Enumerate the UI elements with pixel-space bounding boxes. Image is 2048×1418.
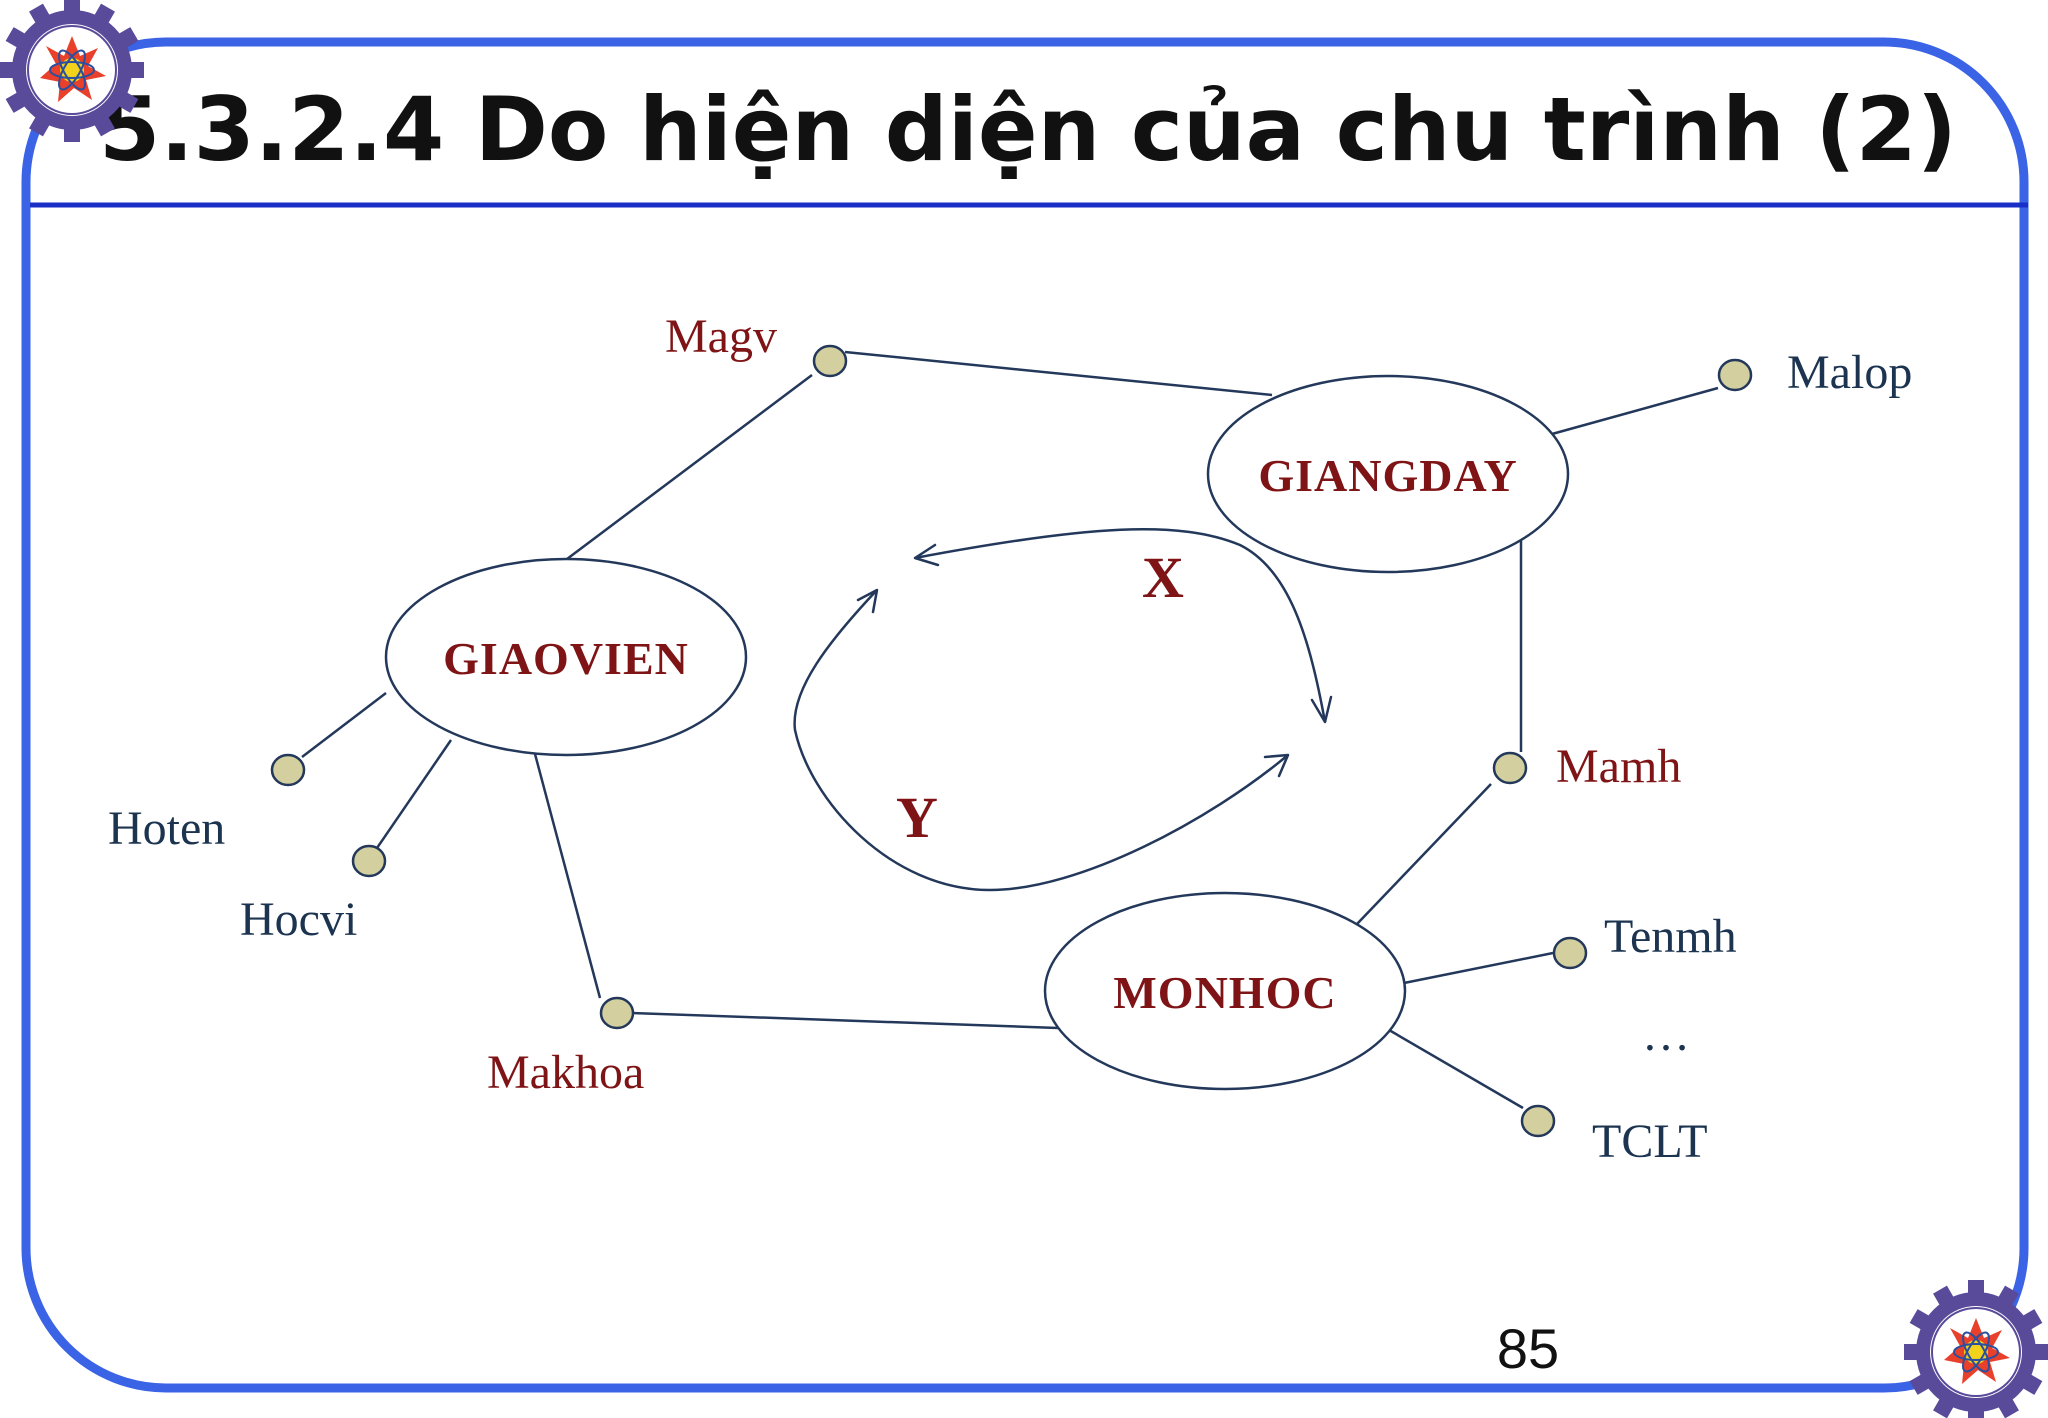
relationship-lines: [301, 350, 1719, 1110]
attr-hocvi: Hocvi: [240, 893, 357, 946]
dependency-x: X: [913, 527, 1333, 724]
dot-hocvi: [351, 844, 387, 878]
attr-mamh: Mamh: [1556, 740, 1681, 793]
arrowhead-y-end: [1263, 753, 1290, 778]
entity-shape: [384, 557, 748, 757]
arrowhead-x-end: [1310, 695, 1333, 724]
line-magv-giangday: [844, 350, 1273, 397]
university-logo-top: [0, 0, 144, 142]
sun-icon: [1944, 1318, 2010, 1384]
dot-mamh: [1492, 751, 1528, 785]
line-monhoc-tclt: [1388, 1028, 1524, 1110]
attribute-dots: [270, 344, 1753, 1138]
entity-monhoc: MONHOC: [1043, 891, 1407, 1091]
dependency-x-curve: [914, 527, 1327, 723]
entity-shape: [1206, 374, 1570, 574]
dot-makhoa: [599, 996, 635, 1030]
line-makhoa-monhoc: [632, 1011, 1059, 1030]
entity-shape: [1043, 891, 1407, 1091]
line-giaovien-makhoa: [533, 753, 602, 999]
entity-label: GIANGDAY: [1258, 450, 1517, 501]
dot-tclt: [1520, 1104, 1556, 1138]
attr-malop: Malop: [1787, 346, 1912, 399]
dot-magv: [812, 344, 848, 378]
line-monhoc-tenmh: [1403, 951, 1554, 985]
attr-hoten: Hoten: [108, 802, 225, 855]
page-number: 85: [1497, 1317, 1559, 1380]
attr-magv: Magv: [665, 310, 777, 363]
attr-ellipsis: …: [1642, 1008, 1690, 1061]
sun-icon: [40, 36, 106, 102]
arrowhead-y-start: [856, 588, 879, 614]
dot-malop: [1717, 358, 1753, 392]
attr-makhoa: Makhoa: [487, 1046, 644, 1099]
attr-tenmh: Tenmh: [1604, 910, 1737, 963]
slide-frame: [21, 37, 2029, 1393]
attr-tclt: TCLT: [1592, 1115, 1708, 1168]
line-giaovien-hoten: [301, 692, 387, 758]
line-giaovien-magv: [566, 374, 813, 560]
dot-hoten: [270, 753, 306, 787]
line-giangday-malop: [1551, 386, 1719, 436]
line-mamh-monhoc: [1356, 783, 1492, 925]
entity-giaovien: GIAOVIEN: [384, 557, 748, 757]
dependency-y-label: Y: [896, 785, 938, 850]
dependency-y: Y: [793, 588, 1290, 892]
dependency-x-label: X: [1142, 545, 1184, 610]
arrowhead-x-start: [913, 543, 940, 567]
page-title: 5.3.2.4 Do hiện diện của chu trình (2): [99, 78, 1957, 181]
line-giaovien-hocvi: [375, 739, 453, 849]
entity-label: GIAOVIEN: [443, 633, 689, 684]
dot-tenmh: [1552, 936, 1588, 970]
entity-giangday: GIANGDAY: [1206, 374, 1570, 574]
entity-label: MONHOC: [1113, 967, 1336, 1018]
dependency-y-curve: [793, 589, 1289, 892]
university-logo-bottom: [1904, 1280, 2048, 1418]
